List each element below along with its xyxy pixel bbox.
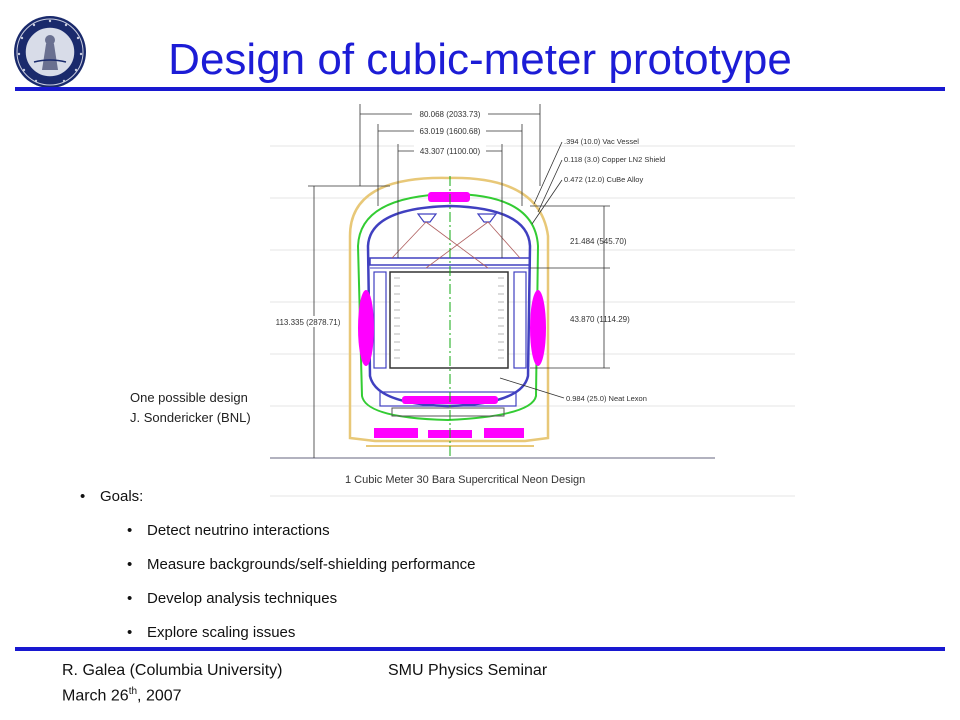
list-item: • Explore scaling issues: [127, 624, 296, 641]
footer-author: R. Galea (Columbia University): [62, 662, 283, 679]
bullet-icon: •: [127, 624, 133, 641]
list-item-text: Develop analysis techniques: [147, 590, 338, 607]
list-item: • Detect neutrino interactions: [127, 522, 330, 539]
footer-divider: [15, 647, 945, 651]
dim-height-upper: 21.484 (545.70): [570, 237, 627, 246]
footer-event: SMU Physics Seminar: [388, 662, 548, 679]
list-item: • Develop analysis techniques: [127, 590, 338, 607]
list-item-text: Explore scaling issues: [147, 624, 296, 641]
callout-ln2-shield: 0.118 (3.0) Copper LN2 Shield: [564, 155, 665, 164]
dim-height-total: 113.335 (2878.71): [276, 318, 341, 327]
callout-cube-alloy: 0.472 (12.0) CuBe Alloy: [564, 175, 643, 184]
callout-neat-lexon: 0.984 (25.0) Neat Lexon: [566, 394, 647, 403]
slide-title: Design of cubic-meter prototype: [168, 35, 792, 84]
footer-date-sup: th: [128, 686, 138, 697]
goals-heading-text: Goals:: [100, 488, 144, 505]
callout-vac-vessel: .394 (10.0) Vac Vessel: [564, 137, 639, 146]
footer-date: March 26th, 2007: [62, 686, 182, 705]
bullet-icon: •: [127, 590, 133, 607]
dim-outer-width: 80.068 (2033.73): [420, 110, 481, 119]
university-seal-icon: [14, 16, 86, 88]
prototype-design-drawing: 80.068 (2033.73) 63.019 (1600.68) 43.307…: [270, 104, 795, 497]
title-divider: [15, 87, 945, 91]
list-item-text: Detect neutrino interactions: [147, 522, 330, 539]
dim-height-active: 43.870 (1114.29): [570, 315, 630, 324]
bullet-icon: •: [80, 488, 86, 505]
footer-date-suffix: , 2007: [137, 687, 182, 705]
dim-mid-width: 63.019 (1600.68): [420, 127, 481, 136]
bullet-icon: •: [127, 556, 133, 573]
footer-date-prefix: March 26: [62, 687, 129, 705]
design-caption-line1: One possible design: [130, 390, 248, 405]
dim-inner-width: 43.307 (1100.00): [420, 147, 481, 156]
bullet-icon: •: [127, 522, 133, 539]
design-caption-line2: J. Sondericker (BNL): [130, 410, 251, 425]
drawing-label: 1 Cubic Meter 30 Bara Supercritical Neon…: [345, 474, 585, 486]
list-item-text: Measure backgrounds/self-shielding perfo…: [147, 556, 476, 573]
list-item: • Measure backgrounds/self-shielding per…: [127, 556, 476, 573]
goals-heading: • Goals:: [80, 488, 144, 505]
